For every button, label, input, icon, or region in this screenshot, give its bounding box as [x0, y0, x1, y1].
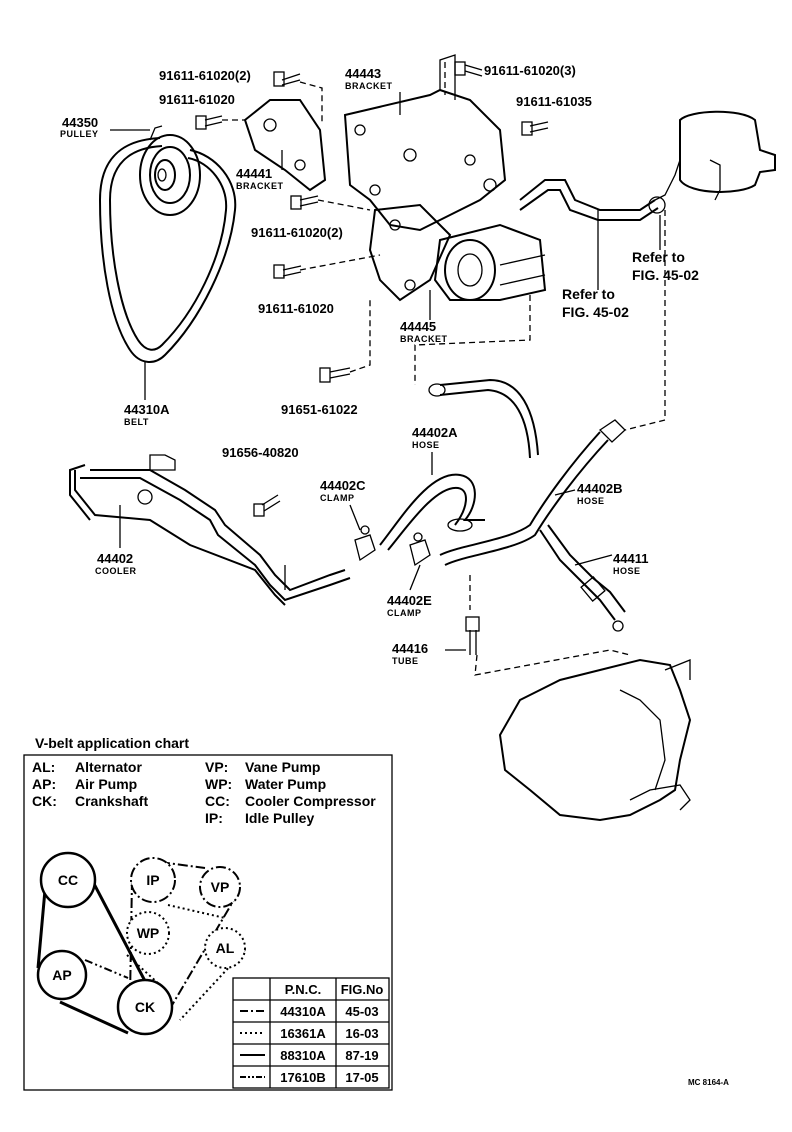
refer-label-2a: Refer to — [562, 286, 615, 302]
label-bracket-44445: BRACKET — [400, 334, 448, 344]
label-44402c: 44402C — [320, 478, 366, 493]
leader-lines-upper — [222, 62, 666, 431]
label-hose-44402b: HOSE — [577, 496, 605, 506]
label-clamp-44402e: CLAMP — [387, 608, 422, 618]
legend-ck-text: Crankshaft — [75, 793, 148, 809]
return-hose-upper-drawing — [428, 378, 539, 459]
drawing-code: MC 8164-A — [688, 1078, 729, 1087]
legend-wp-text: Water Pump — [245, 776, 326, 792]
label-bolt-2: 91611-61020 — [159, 92, 235, 107]
label-44310a: 44310A — [124, 402, 170, 417]
label-cooler: COOLER — [95, 566, 137, 576]
label-44350: 44350 — [62, 115, 98, 130]
pulley-ap — [36, 949, 88, 1001]
steering-gear-drawing — [498, 658, 692, 822]
pulley-vp — [199, 866, 241, 908]
pulley-drawing — [139, 125, 201, 216]
refer-label-1b: FIG. 45-02 — [632, 267, 699, 283]
label-44411: 44411 — [613, 551, 648, 566]
pulley-al-label: AL — [216, 940, 235, 956]
pulley-cc-label: CC — [58, 872, 78, 888]
table-row-2-fig: 16-03 — [345, 1026, 378, 1041]
label-44445: 44445 — [400, 319, 436, 334]
table-row-1-fig: 45-03 — [345, 1004, 378, 1019]
label-pulley: PULLEY — [60, 129, 99, 139]
pulley-ip-label: IP — [146, 872, 159, 888]
label-leaders — [110, 92, 613, 651]
hose-44402a-drawing — [379, 473, 485, 551]
legend-wp-abbr: WP: — [205, 776, 232, 792]
hose-44411-drawing — [539, 524, 626, 632]
label-belt: BELT — [124, 417, 149, 427]
hose-44402b-drawing — [439, 419, 626, 566]
label-bolt-4: 91611-61035 — [516, 94, 592, 109]
vane-pump-drawing — [433, 223, 547, 301]
pulley-al — [204, 927, 246, 969]
bracket-44445-drawing — [368, 203, 452, 302]
label-bolt-7: 91651-61022 — [281, 402, 358, 417]
table-row-2-pnc: 16361A — [280, 1026, 326, 1041]
pressure-pipe-drawing — [519, 179, 666, 221]
table-row-4-fig: 17-05 — [345, 1070, 378, 1085]
label-bracket-44441: BRACKET — [236, 181, 284, 191]
table-row-1-pnc: 44310A — [280, 1004, 326, 1019]
leader-lines-middle — [469, 575, 631, 676]
legend-ap-text: Air Pump — [75, 776, 137, 792]
label-bolt-5: 91611-61020(2) — [251, 225, 343, 240]
legend-cc-text: Cooler Compressor — [245, 793, 376, 809]
pnc-table — [232, 977, 390, 1089]
label-bolt-6: 91611-61020 — [258, 301, 334, 316]
pulley-vp-label: VP — [211, 879, 230, 895]
label-hose-44411: HOSE — [613, 566, 641, 576]
legend-ap-abbr: AP: — [32, 776, 56, 792]
pulley-ck — [116, 978, 174, 1036]
label-bolt-8: 91656-40820 — [222, 445, 299, 460]
label-bracket-44443: BRACKET — [345, 81, 393, 91]
refer-label-2b: FIG. 45-02 — [562, 304, 629, 320]
label-hose-44402a: HOSE — [412, 440, 440, 450]
legend-ip-text: Idle Pulley — [245, 810, 314, 826]
belt-drawing — [98, 137, 237, 363]
table-header-fig: FIG.No — [341, 982, 384, 997]
label-44402a: 44402A — [412, 425, 458, 440]
table-header-pnc: P.N.C. — [285, 982, 322, 997]
pulley-ck-label: CK — [135, 999, 155, 1015]
reservoir-drawing — [654, 110, 776, 201]
label-44402e: 44402E — [387, 593, 432, 608]
label-44402: 44402 — [97, 551, 133, 566]
legend-ip-abbr: IP: — [205, 810, 223, 826]
label-44443: 44443 — [345, 66, 381, 81]
legend-al-text: Alternator — [75, 759, 142, 775]
table-row-4-pnc: 17610B — [280, 1070, 326, 1085]
refer-label-1a: Refer to — [632, 249, 685, 265]
pulley-ip — [130, 857, 176, 903]
label-clamp-44402c: CLAMP — [320, 493, 355, 503]
label-bolt-3: 91611-61020(3) — [484, 63, 576, 78]
bracket-44443-drawing — [343, 54, 507, 232]
table-row-3-pnc: 88310A — [280, 1048, 326, 1063]
chart-title: V-belt application chart — [35, 735, 189, 751]
legend-vp-abbr: VP: — [205, 759, 228, 775]
pulley-wp-label: WP — [137, 925, 160, 941]
label-tube: TUBE — [392, 656, 419, 666]
cooler-drawing — [69, 454, 351, 606]
label-bolt-1: 91611-61020(2) — [159, 68, 251, 83]
pulley-cc — [39, 851, 97, 909]
legend-cc-abbr: CC: — [205, 793, 230, 809]
legend-vp-text: Vane Pump — [245, 759, 320, 775]
pulley-ap-label: AP — [52, 967, 71, 983]
legend-al-abbr: AL: — [32, 759, 55, 775]
table-row-3-fig: 87-19 — [345, 1048, 378, 1063]
clamp-drawings — [354, 525, 431, 567]
bracket-44441-drawing — [243, 99, 327, 192]
legend-ck-abbr: CK: — [32, 793, 57, 809]
label-44402b: 44402B — [577, 481, 623, 496]
pulley-wp — [126, 911, 170, 955]
label-44416: 44416 — [392, 641, 428, 656]
bolt-drawings — [195, 61, 549, 655]
chart-box — [23, 754, 393, 1091]
label-44441: 44441 — [236, 166, 272, 181]
